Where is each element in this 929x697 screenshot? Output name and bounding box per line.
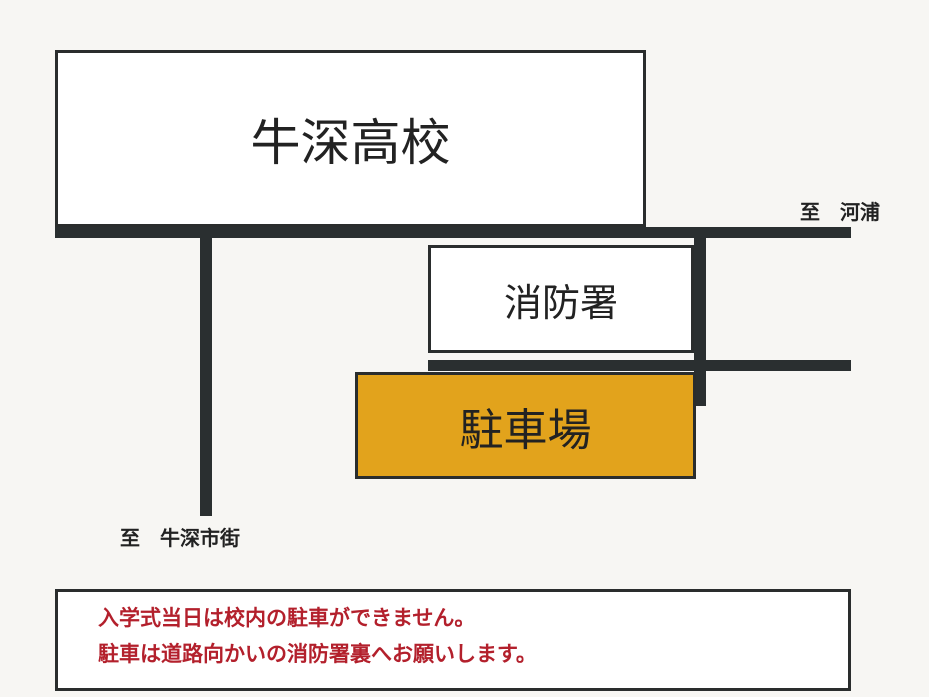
fire-station-label: 消防署 bbox=[503, 280, 618, 325]
fire-station-building: 消防署 bbox=[428, 245, 694, 353]
notice-line-1: 入学式当日は校内の駐車ができません。 bbox=[98, 606, 476, 630]
direction-label-kawaura: 至 河浦 bbox=[800, 200, 880, 224]
school-label: 牛深高校 bbox=[250, 113, 451, 172]
school-building: 牛深高校 bbox=[55, 50, 646, 227]
road-left-vertical bbox=[200, 236, 212, 516]
notice-line-2: 駐車は道路向かいの消防署裏へお願いします。 bbox=[98, 642, 537, 666]
direction-label-ushibuka: 至 牛深市街 bbox=[120, 526, 240, 550]
road-main-horizontal bbox=[55, 227, 851, 238]
notice-box: 入学式当日は校内の駐車ができません。 駐車は道路向かいの消防署裏へお願いします。 bbox=[55, 589, 851, 691]
parking-label: 駐車場 bbox=[459, 404, 592, 456]
road-lower-horizontal bbox=[428, 360, 851, 371]
parking-lot: 駐車場 bbox=[355, 372, 696, 479]
